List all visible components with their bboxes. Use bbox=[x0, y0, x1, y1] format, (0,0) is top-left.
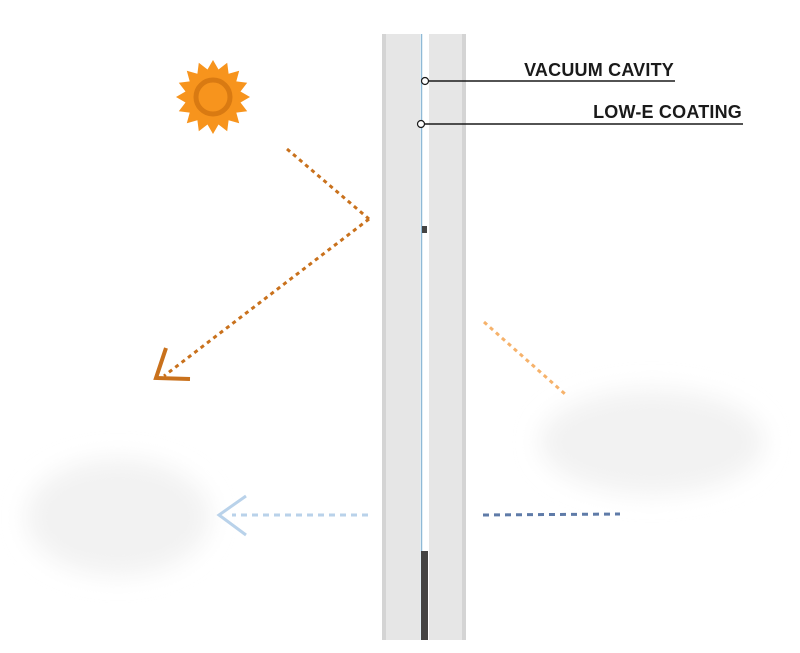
incoming-solar-ray bbox=[286, 147, 370, 221]
low-e-coating-callout: LOW-E COATING bbox=[416, 102, 743, 129]
reflected-arrowhead bbox=[153, 347, 191, 381]
edge-seal bbox=[421, 551, 428, 640]
outer-glass-pane bbox=[382, 34, 420, 640]
low-e-coating-marker bbox=[416, 119, 426, 129]
vacuum-cavity-marker bbox=[420, 76, 430, 86]
vacuum-cavity-callout: VACUUM CAVITY bbox=[420, 60, 675, 86]
inner-glass-pane-edge bbox=[462, 34, 466, 640]
outdoor-heat-loss-arrow bbox=[216, 494, 368, 537]
vacuum-cavity-label: VACUUM CAVITY bbox=[524, 60, 674, 80]
transmitted-solar-ray bbox=[483, 320, 566, 396]
inner-glass-pane bbox=[429, 34, 466, 640]
sun-core-ring bbox=[193, 77, 233, 117]
glazing-unit bbox=[382, 34, 466, 640]
indoor-cloud-icon bbox=[540, 390, 764, 494]
outer-glass-pane-edge bbox=[382, 34, 386, 640]
vacuum-cavity-gap bbox=[420, 34, 429, 640]
pillar-spacer bbox=[422, 226, 427, 233]
sun-icon bbox=[176, 60, 250, 134]
reflected-heat-arrow bbox=[153, 147, 370, 381]
indoor-cloud-shape bbox=[540, 390, 764, 494]
outdoor-cloud-shape bbox=[26, 459, 210, 575]
outdoor-heat-loss-arrowhead bbox=[216, 494, 247, 537]
low-e-coating-label: LOW-E COATING bbox=[593, 102, 742, 122]
outdoor-cloud-icon bbox=[26, 459, 210, 575]
indoor-heat-line bbox=[482, 512, 621, 517]
reflected-solar-ray bbox=[163, 217, 370, 378]
